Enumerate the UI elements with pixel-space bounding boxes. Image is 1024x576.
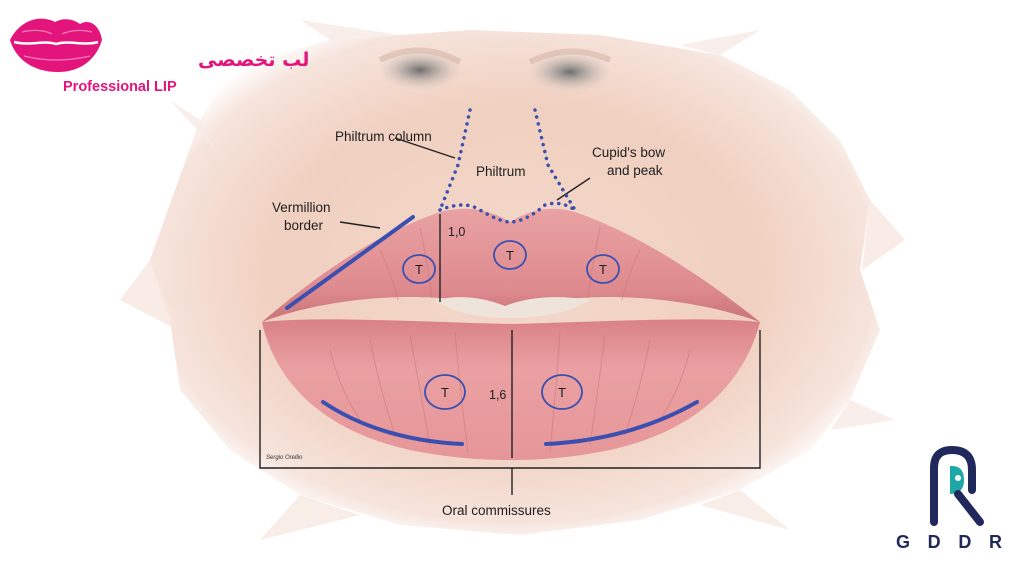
t-marker-label: T	[415, 262, 423, 277]
upper-lip-measurement: 1,0	[448, 225, 465, 239]
gddr-logo: GDDR	[896, 450, 1002, 552]
philtrum-label: Philtrum	[476, 164, 526, 179]
kiss-lips-icon	[10, 19, 102, 72]
gddr-monogram-icon	[934, 450, 980, 522]
vermillion-label-line1: Vermillion	[272, 200, 331, 215]
philtrum-column-label: Philtrum column	[335, 129, 432, 144]
lower-lip-measurement: 1,6	[489, 388, 506, 402]
gddr-text-g: GDDR	[896, 532, 1002, 552]
brand-arabic-text: لب تخصصی	[198, 49, 309, 71]
cupids-bow-label-line2: and peak	[607, 163, 663, 178]
vermillion-label-line2: border	[284, 218, 324, 233]
artist-signature: Sergio Orellio	[266, 455, 303, 461]
t-marker-label: T	[558, 385, 566, 400]
t-marker-label: T	[506, 248, 514, 263]
t-marker-label: T	[599, 262, 607, 277]
brand-english-text: Professional LIP	[63, 79, 177, 95]
t-marker-label: T	[441, 385, 449, 400]
cupids-bow-label-line1: Cupid's bow	[592, 145, 665, 160]
oral-commissures-label: Oral commissures	[442, 503, 551, 518]
